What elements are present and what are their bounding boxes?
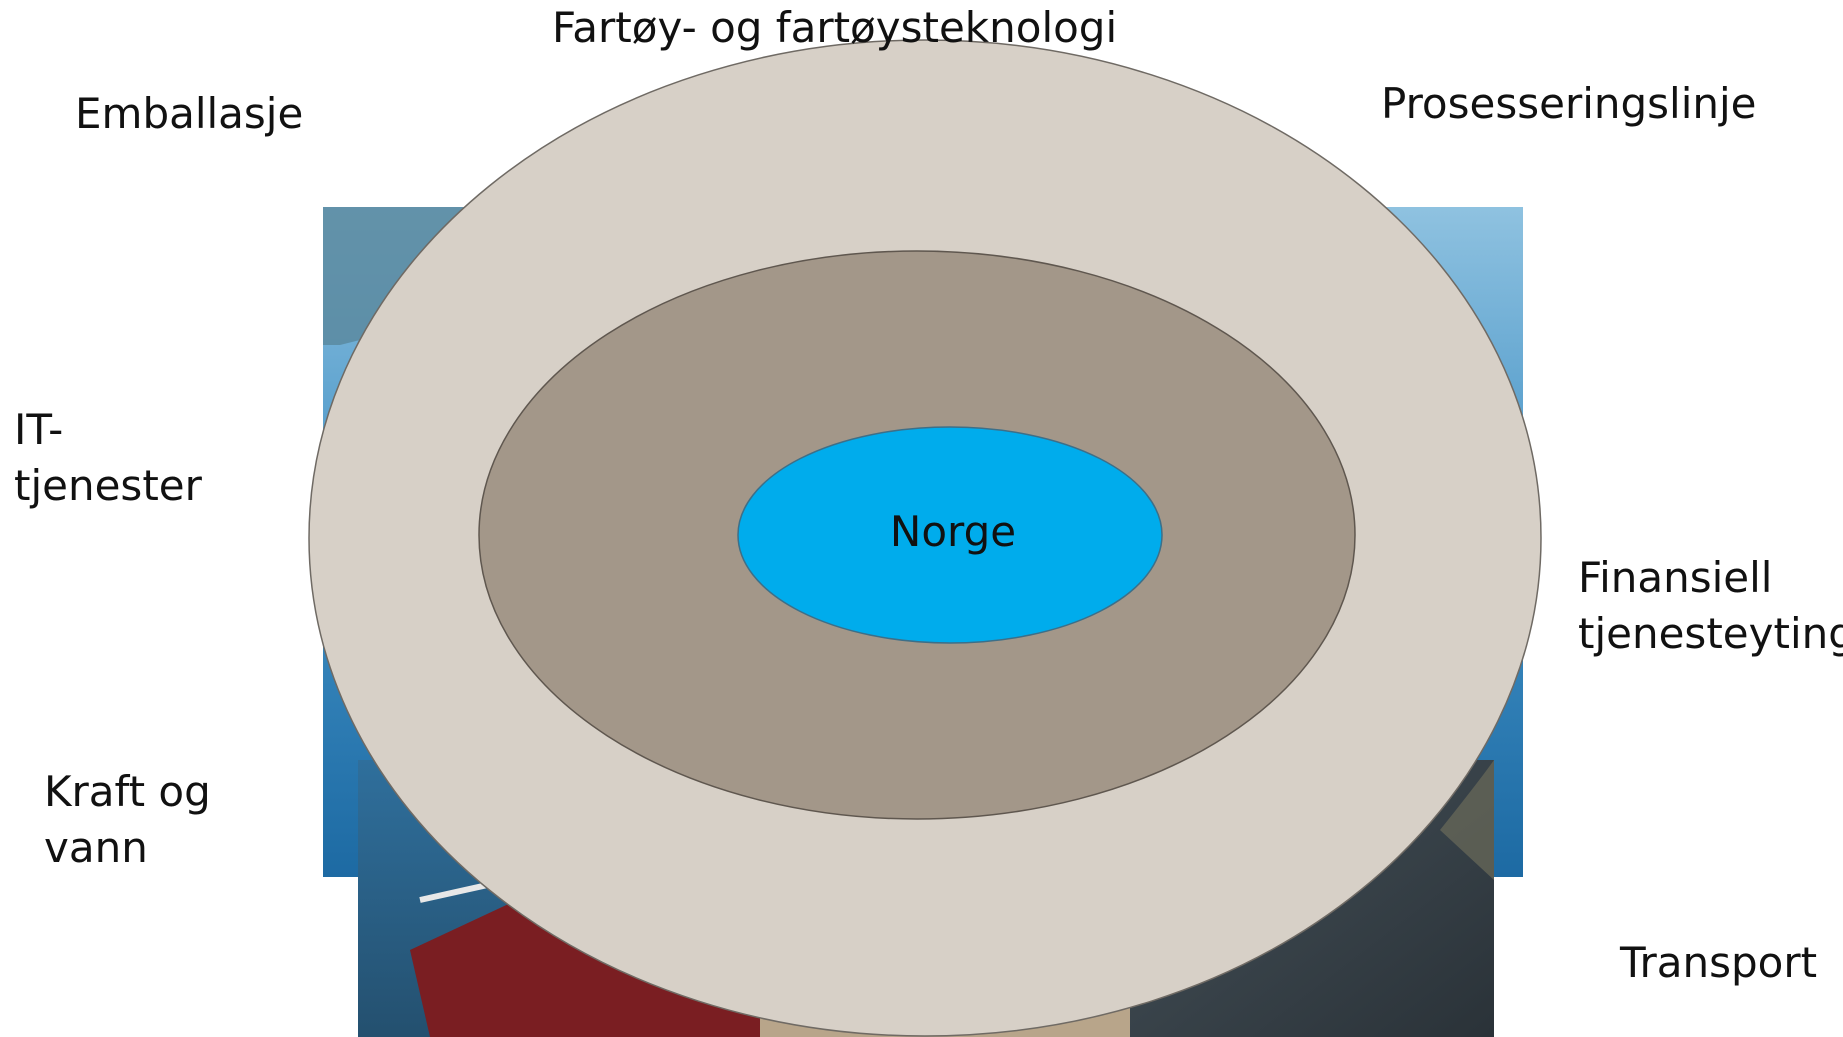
label-left-lower: Kraft og vann — [44, 764, 211, 876]
label-left-upper-line1: IT- — [14, 405, 64, 454]
label-top-left: Emballasje — [75, 86, 303, 142]
inner-ring — [737, 426, 1163, 644]
photo-fish-farm-net — [1440, 760, 1494, 880]
label-top-left-text: Emballasje — [75, 89, 304, 138]
label-bottom-right: Transport — [1620, 935, 1817, 991]
label-right-middle-line2: tjenesteyting — [1578, 609, 1843, 658]
label-left-upper-line2: tjenester — [14, 461, 202, 510]
label-bottom-right-text: Transport — [1620, 938, 1818, 987]
label-top: Fartøy- og fartøysteknologi — [552, 0, 1117, 56]
label-left-upper: IT- tjenester — [14, 402, 202, 514]
photo-boat-hull — [410, 880, 760, 1037]
label-right-middle: Finansiell tjenesteyting — [1578, 550, 1843, 662]
label-top-right: Prosesseringslinje — [1381, 76, 1757, 132]
label-top-text: Fartøy- og fartøysteknologi — [552, 3, 1118, 52]
center-label: Norge — [889, 507, 1017, 556]
label-top-right-text: Prosesseringslinje — [1381, 79, 1757, 128]
label-left-lower-line1: Kraft og — [44, 767, 211, 816]
label-right-middle-line1: Finansiell — [1578, 553, 1773, 602]
label-left-lower-line2: vann — [44, 823, 148, 872]
